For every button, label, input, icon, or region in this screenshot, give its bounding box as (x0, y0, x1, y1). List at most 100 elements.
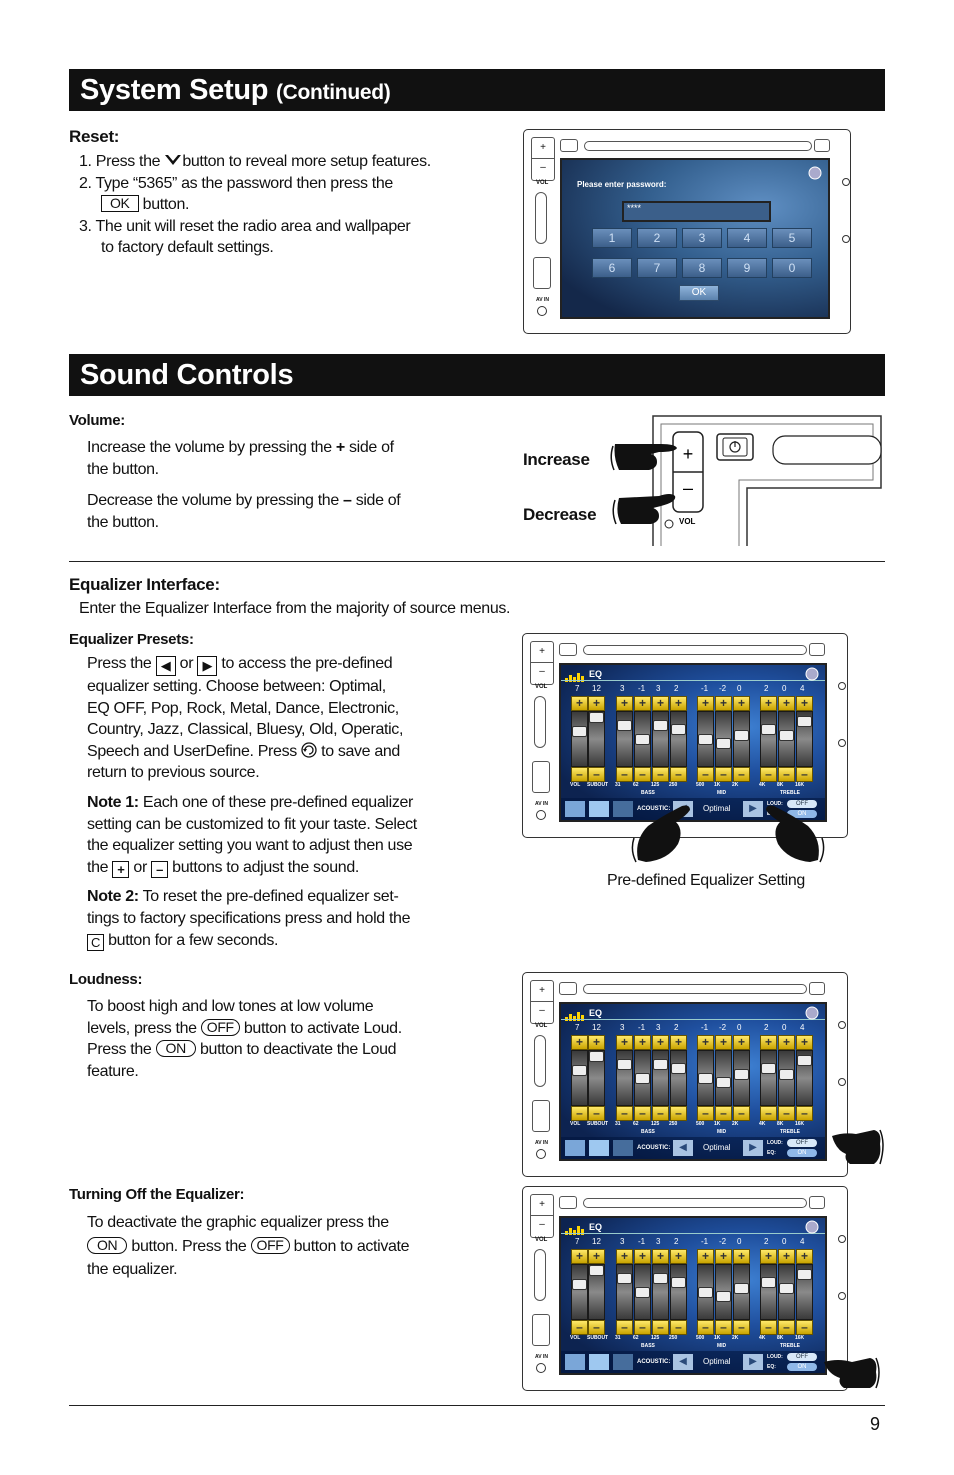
eq-slider-knob[interactable] (779, 1069, 794, 1080)
eq-slider-knob[interactable] (617, 1273, 632, 1284)
eq-slider-knob[interactable] (589, 1265, 604, 1276)
eq-slider[interactable] (796, 711, 813, 767)
eq-save-button[interactable] (565, 1140, 585, 1156)
eq-plus-button[interactable]: + (715, 696, 732, 711)
keypad-key[interactable]: 3 (682, 228, 722, 248)
back-icon[interactable] (808, 166, 822, 180)
eq-slider-knob[interactable] (716, 1077, 731, 1088)
keypad-key[interactable]: 7 (637, 258, 677, 278)
eq-slider-knob[interactable] (572, 1065, 587, 1076)
eq-slider[interactable] (778, 711, 795, 767)
eq-slider-knob[interactable] (671, 1063, 686, 1074)
eq-save-button[interactable] (565, 801, 585, 817)
eq-slider[interactable] (760, 711, 777, 767)
eq-plus-button[interactable]: + (652, 1249, 669, 1264)
eq-next-button[interactable]: ▶ (743, 1354, 763, 1370)
eq-toggle[interactable]: ON (787, 1363, 817, 1371)
eq-slider-knob[interactable] (572, 1279, 587, 1290)
eq-minus-button[interactable]: – (778, 1106, 795, 1121)
keypad-key[interactable]: 6 (592, 258, 632, 278)
eq-plus-button[interactable]: + (616, 696, 633, 711)
eq-slider-knob[interactable] (734, 730, 749, 741)
loud-toggle[interactable]: OFF (787, 1139, 817, 1147)
eq-slider[interactable] (697, 1264, 714, 1320)
eq-plus-button[interactable]: + (733, 1249, 750, 1264)
eq-reset-button[interactable] (613, 1140, 633, 1156)
eq-reset-button[interactable] (613, 801, 633, 817)
eq-slider[interactable] (670, 1050, 687, 1106)
eq-slider-knob[interactable] (653, 1059, 668, 1070)
eq-minus-button[interactable]: – (616, 767, 633, 782)
eq-slider[interactable] (652, 1050, 669, 1106)
eq-minus-button[interactable]: – (697, 767, 714, 782)
eq-plus-button[interactable]: + (697, 1035, 714, 1050)
eq-slider[interactable] (778, 1264, 795, 1320)
eq-slider[interactable] (634, 1050, 651, 1106)
eq-slider-knob[interactable] (797, 1269, 812, 1280)
eq-slider-knob[interactable] (653, 1273, 668, 1284)
keypad-key[interactable]: 0 (772, 258, 812, 278)
eq-plus-button[interactable]: + (634, 1249, 651, 1264)
eq-slider[interactable] (760, 1264, 777, 1320)
eq-save-button[interactable] (565, 1354, 585, 1370)
eq-slider-knob[interactable] (671, 724, 686, 735)
eq-slider-knob[interactable] (761, 1063, 776, 1074)
eq-slider[interactable] (588, 1264, 605, 1320)
eq-plus-button[interactable]: + (760, 696, 777, 711)
eq-minus-button[interactable]: – (588, 1106, 605, 1121)
eq-minus-button[interactable]: – (715, 1320, 732, 1335)
keypad-key[interactable]: 4 (727, 228, 767, 248)
eq-minus-button[interactable]: – (733, 1320, 750, 1335)
eq-slider-knob[interactable] (761, 724, 776, 735)
eq-minus-button[interactable]: – (588, 1320, 605, 1335)
eq-prev-button[interactable]: ◀ (673, 1354, 693, 1370)
eq-minus-button[interactable]: – (652, 1320, 669, 1335)
eq-slider-knob[interactable] (671, 1277, 686, 1288)
eq-slider[interactable] (652, 711, 669, 767)
eq-slider-knob[interactable] (589, 1051, 604, 1062)
eq-minus-button[interactable]: – (634, 1106, 651, 1121)
eq-plus-button[interactable]: + (571, 696, 588, 711)
password-field[interactable]: **** (622, 201, 771, 222)
eq-plus-button[interactable]: + (670, 1035, 687, 1050)
eq-slider[interactable] (652, 1264, 669, 1320)
eq-minus-button[interactable]: – (571, 1320, 588, 1335)
eq-slider[interactable] (697, 711, 714, 767)
eq-minus-button[interactable]: – (616, 1320, 633, 1335)
eq-plus-button[interactable]: + (796, 1035, 813, 1050)
eq-minus-button[interactable]: – (715, 767, 732, 782)
eq-minus-button[interactable]: – (796, 1320, 813, 1335)
eq-plus-button[interactable]: + (697, 696, 714, 711)
eq-minus-button[interactable]: – (715, 1106, 732, 1121)
eq-slider[interactable] (778, 1050, 795, 1106)
keypad-key[interactable]: 9 (727, 258, 767, 278)
eq-plus-button[interactable]: + (634, 1035, 651, 1050)
eq-slider-knob[interactable] (635, 1287, 650, 1298)
eq-minus-button[interactable]: – (616, 1106, 633, 1121)
eq-plus-button[interactable]: + (652, 696, 669, 711)
eq-plus-button[interactable]: + (588, 1035, 605, 1050)
eq-slider[interactable] (715, 711, 732, 767)
eq-slider[interactable] (733, 1050, 750, 1106)
eq-next-button[interactable]: ▶ (743, 1140, 763, 1156)
eq-slider[interactable] (760, 1050, 777, 1106)
eq-slider[interactable] (697, 1050, 714, 1106)
keypad-key[interactable]: 5 (772, 228, 812, 248)
eq-plus-button[interactable]: + (760, 1249, 777, 1264)
keypad-key[interactable]: 1 (592, 228, 632, 248)
eq-plus-button[interactable]: + (616, 1249, 633, 1264)
eq-slider-knob[interactable] (734, 1069, 749, 1080)
eq-minus-button[interactable]: – (796, 1106, 813, 1121)
eq-minus-button[interactable]: – (571, 1106, 588, 1121)
eq-next-button[interactable]: ▶ (743, 801, 763, 817)
eq-slider-knob[interactable] (716, 738, 731, 749)
eq-prev-button[interactable]: ◀ (673, 1140, 693, 1156)
keypad-key[interactable]: 8 (682, 258, 722, 278)
eq-slider-knob[interactable] (653, 720, 668, 731)
eq-plus-button[interactable]: + (697, 1249, 714, 1264)
eq-plus-button[interactable]: + (778, 696, 795, 711)
eq-slider-knob[interactable] (779, 730, 794, 741)
back-icon[interactable] (805, 667, 819, 681)
eq-plus-button[interactable]: + (571, 1035, 588, 1050)
keypad-key[interactable]: 2 (637, 228, 677, 248)
